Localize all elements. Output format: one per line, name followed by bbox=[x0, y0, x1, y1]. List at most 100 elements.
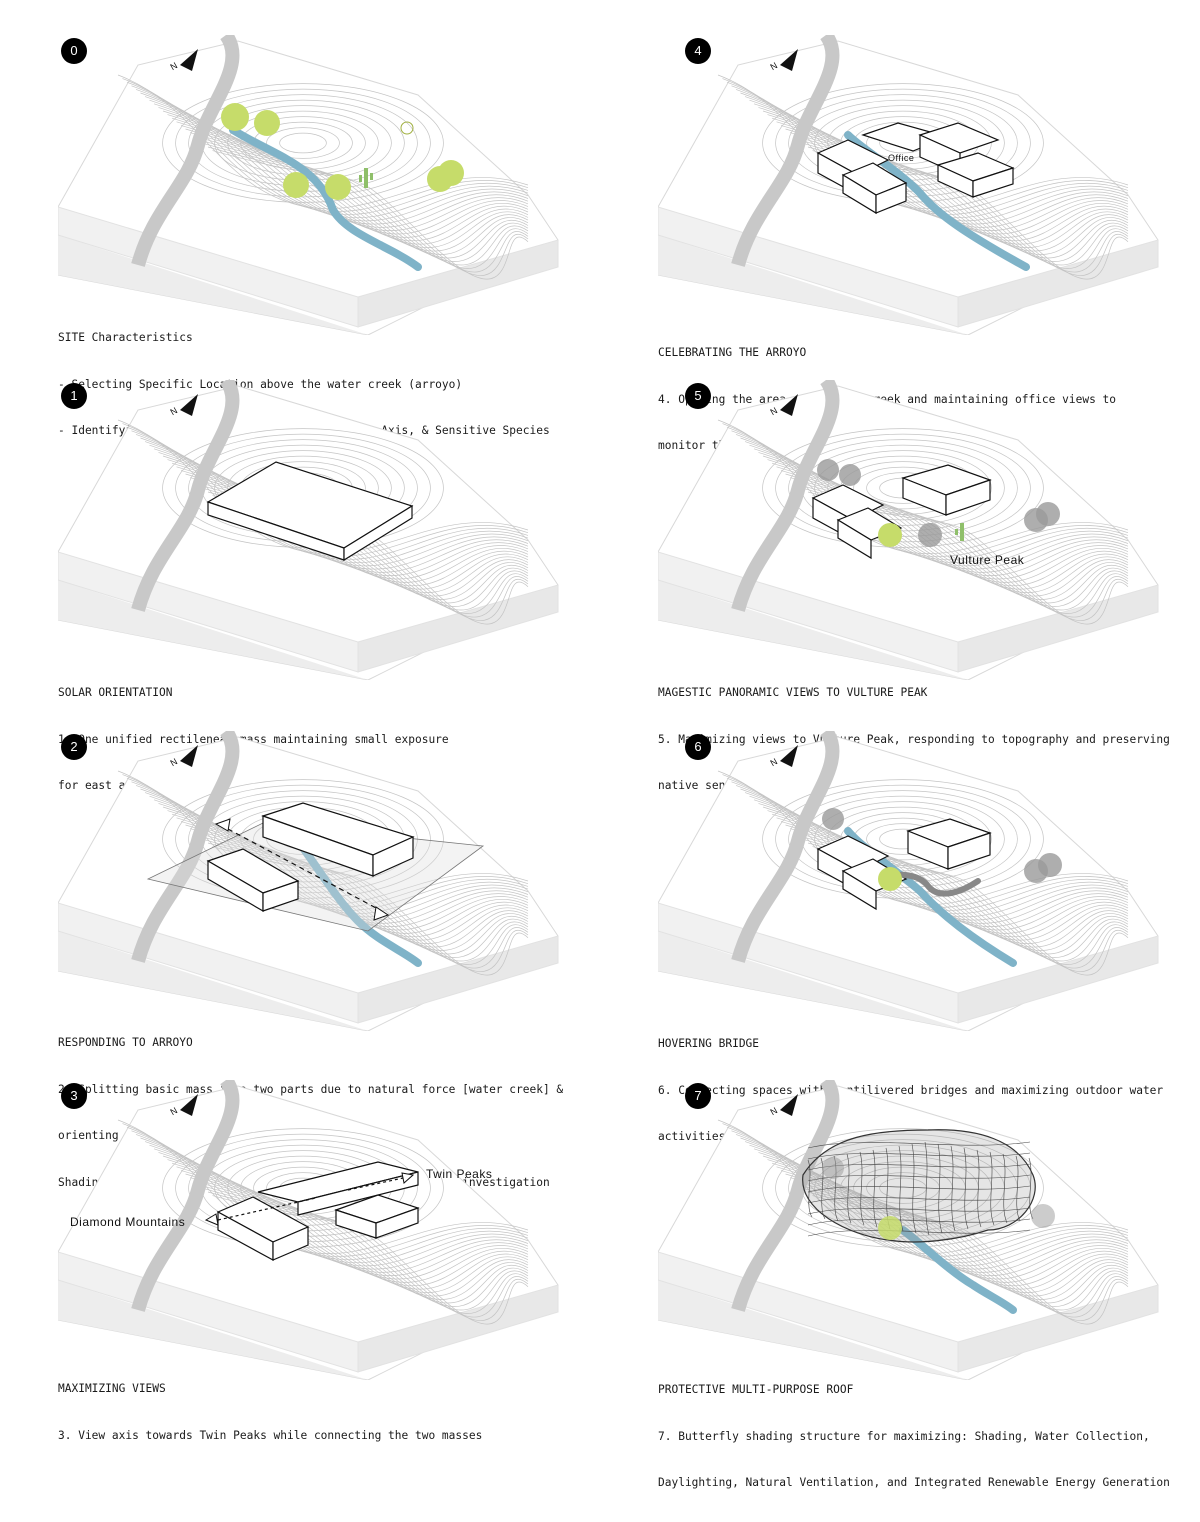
north-arrow-icon bbox=[180, 745, 198, 767]
site-base-right bbox=[957, 1284, 1159, 1373]
site-diagram: N Vulture Peak bbox=[658, 380, 1159, 680]
creek bbox=[899, 1226, 1017, 1314]
panel-3: 3 N Twin Peaks Diamond Mountains MAXIMIZ… bbox=[58, 1080, 618, 1442]
north-label: N bbox=[769, 405, 780, 417]
step-badge: 6 bbox=[685, 734, 711, 760]
tree bbox=[918, 523, 942, 547]
site-base-side bbox=[658, 207, 968, 335]
north-label: N bbox=[169, 1105, 180, 1117]
panel-4: 4 N Office CELEBRATING THE ARROYO 4. Ope… bbox=[658, 35, 1200, 452]
road bbox=[131, 35, 240, 267]
panel-0: 0 N SITE Characteristics - Selecting Spe… bbox=[58, 35, 618, 437]
road bbox=[731, 1080, 840, 1312]
site-base-side bbox=[58, 1252, 368, 1380]
site-diagram: N bbox=[658, 731, 1159, 1031]
caption-line: 7. Butterfly shading structure for maxim… bbox=[658, 1429, 1150, 1443]
north-label: N bbox=[169, 60, 180, 72]
caption-title: RESPONDING TO ARROYO bbox=[58, 1036, 193, 1049]
site-base-right bbox=[957, 584, 1159, 673]
north-arrow-icon bbox=[780, 394, 798, 416]
butterfly-roof bbox=[802, 1129, 1036, 1243]
site-diagram: N Twin Peaks Diamond Mountains bbox=[58, 1080, 559, 1380]
label-twin-peaks: Twin Peaks bbox=[426, 1167, 492, 1181]
label-diamond-mountains: Diamond Mountains bbox=[70, 1215, 185, 1229]
panel-7: 7 N PROTECTIVE MULTI-PURPOSE ROOF 7. But… bbox=[658, 1080, 1200, 1489]
creek bbox=[294, 837, 422, 967]
arrow-icon bbox=[214, 818, 390, 921]
site-base-side bbox=[58, 552, 368, 680]
site-diagram: N bbox=[58, 380, 559, 680]
panel-2: 2 N RESPONDING TO ARROYO 2. Splitting ba… bbox=[58, 731, 618, 1189]
site-base-side bbox=[658, 1252, 968, 1380]
north-arrow-icon bbox=[180, 1094, 198, 1116]
label-vulture-peak: Vulture Peak bbox=[950, 553, 1025, 567]
road bbox=[131, 1080, 240, 1312]
tree bbox=[221, 103, 249, 131]
tree bbox=[283, 172, 309, 198]
tree bbox=[878, 1216, 902, 1240]
north-arrow-icon bbox=[780, 1094, 798, 1116]
tree bbox=[878, 867, 902, 891]
building-mass bbox=[206, 461, 414, 562]
north-label: N bbox=[769, 60, 780, 72]
site-base-right bbox=[957, 935, 1159, 1024]
building-mass bbox=[206, 802, 415, 913]
tree bbox=[822, 808, 844, 830]
road bbox=[131, 731, 240, 963]
site-base-right bbox=[357, 935, 559, 1024]
site-base-right bbox=[357, 584, 559, 673]
tree-group bbox=[817, 459, 1060, 547]
road bbox=[731, 731, 840, 963]
caption-title: PROTECTIVE MULTI-PURPOSE ROOF bbox=[658, 1383, 854, 1396]
site-diagram: N bbox=[58, 731, 559, 1031]
caption-title: SITE Characteristics bbox=[58, 331, 193, 344]
caption-line: 3. View axis towards Twin Peaks while co… bbox=[58, 1428, 483, 1442]
building-mass bbox=[816, 818, 992, 911]
tree bbox=[1036, 502, 1060, 526]
step-badge: 3 bbox=[61, 1083, 87, 1109]
north-arrow-icon bbox=[780, 49, 798, 71]
caption-title: MAXIMIZING VIEWS bbox=[58, 1382, 166, 1395]
caption-line: Daylighting, Natural Ventilation, and In… bbox=[658, 1476, 1170, 1489]
site-base-right bbox=[357, 239, 559, 328]
tree-group bbox=[822, 808, 1062, 891]
step-badge: 2 bbox=[61, 734, 87, 760]
panel-6: 6 N HOVERING BRIDGE 6. Connecting spaces… bbox=[658, 731, 1200, 1143]
tree bbox=[839, 464, 861, 486]
site-diagram: N bbox=[658, 1080, 1159, 1380]
site-base-side bbox=[58, 903, 368, 1031]
site-diagram: N bbox=[58, 35, 559, 335]
tree bbox=[438, 160, 464, 186]
contour-lines bbox=[717, 419, 1129, 625]
step-badge: 4 bbox=[685, 38, 711, 64]
step-badge: 1 bbox=[61, 383, 87, 409]
tree-group bbox=[221, 103, 464, 200]
caption: PROTECTIVE MULTI-PURPOSE ROOF 7. Butterf… bbox=[658, 1351, 1200, 1522]
site-base-right bbox=[357, 1284, 559, 1373]
view-axis bbox=[204, 1172, 415, 1226]
caption: MAXIMIZING VIEWS 3. View axis towards Tw… bbox=[58, 1350, 618, 1474]
road bbox=[731, 380, 840, 612]
caption-title: CELEBRATING THE ARROYO bbox=[658, 346, 807, 359]
caption-title: HOVERING BRIDGE bbox=[658, 1037, 760, 1050]
north-arrow-icon bbox=[180, 394, 198, 416]
site-base-side bbox=[658, 903, 968, 1031]
cactus-icon bbox=[359, 168, 373, 188]
creek bbox=[229, 126, 422, 271]
tree bbox=[817, 459, 839, 481]
tree-group bbox=[822, 1157, 1055, 1240]
building-mass bbox=[816, 122, 1015, 215]
north-label: N bbox=[769, 756, 780, 768]
label-office: Office bbox=[888, 153, 914, 163]
north-arrow-icon bbox=[780, 745, 798, 767]
road bbox=[731, 35, 840, 267]
step-badge: 5 bbox=[685, 383, 711, 409]
step-badge: 7 bbox=[685, 1083, 711, 1109]
caption-line: - Selecting Specific Location above the … bbox=[58, 377, 463, 391]
north-arrow-icon bbox=[180, 49, 198, 71]
north-label: N bbox=[169, 756, 180, 768]
site-base-right bbox=[957, 239, 1159, 328]
north-label: N bbox=[169, 405, 180, 417]
caption-title: MAGESTIC PANORAMIC VIEWS TO VULTURE PEAK bbox=[658, 686, 928, 699]
cactus-icon bbox=[955, 523, 964, 541]
